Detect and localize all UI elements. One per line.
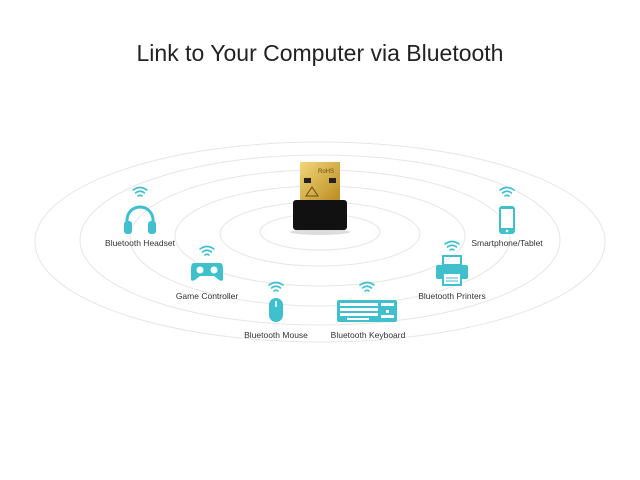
bluetooth-usb-adapter-image: RoHS <box>290 162 350 235</box>
smartphone-icon <box>499 206 515 234</box>
headset-icon <box>124 205 156 234</box>
gamepad-icon <box>191 263 223 281</box>
wifi-signal-icon <box>444 240 460 251</box>
wifi-signal-icon <box>199 245 215 256</box>
device-label-smartphone: Smartphone/Tablet <box>471 238 543 248</box>
device-label-game-controller: Game Controller <box>175 291 239 301</box>
rohs-marking: RoHS <box>318 169 334 175</box>
page-title: Link to Your Computer via Bluetooth <box>136 40 504 66</box>
wifi-signal-icon <box>268 281 284 292</box>
device-label-mouse: Bluetooth Mouse <box>244 330 308 340</box>
keyboard-icon <box>337 300 397 322</box>
printer-icon <box>436 255 468 286</box>
mouse-icon <box>269 298 283 322</box>
wifi-signal-icon <box>359 281 375 292</box>
device-label-headset: Bluetooth Headset <box>105 238 175 248</box>
device-label-printers: Bluetooth Printers <box>418 291 486 301</box>
wifi-signal-icon <box>132 186 148 197</box>
wifi-signal-icon <box>499 186 515 197</box>
device-label-keyboard: Bluetooth Keyboard <box>330 330 406 340</box>
